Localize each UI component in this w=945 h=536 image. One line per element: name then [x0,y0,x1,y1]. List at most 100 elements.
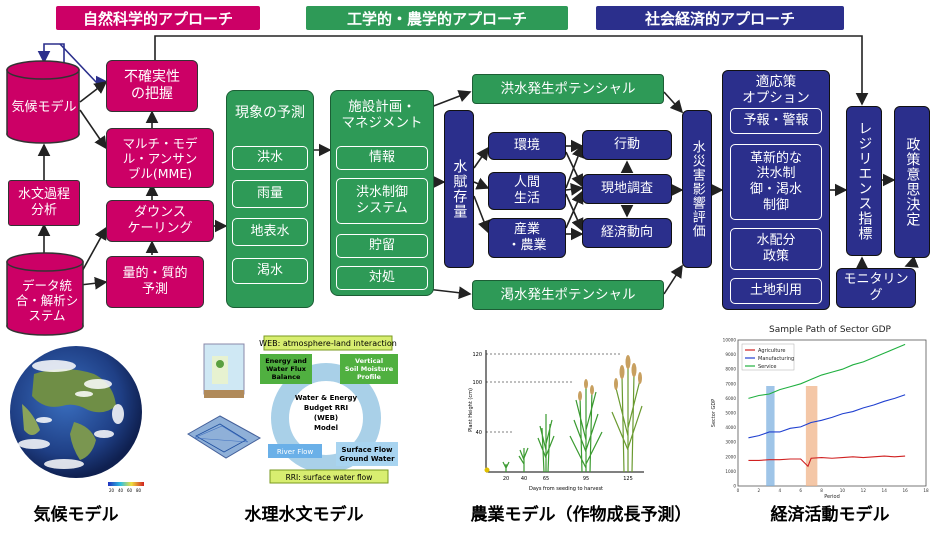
data-system-cylinder [6,252,84,336]
phenomena-title: 現象の予測 [235,105,305,121]
legend-label: Service [758,364,776,370]
flood-potential-box: 洪水発生ポテンシャル [472,74,664,104]
facility-item-information: 情報 [336,146,428,170]
resilience-index-box: レジリエンス指標 [846,106,882,256]
energy-balance-line3: Balance [272,373,301,381]
series-line-agriculture [748,455,906,468]
x-tick-label: 4 [778,488,781,493]
y-tick-label: 6000 [725,396,736,401]
phenomena-item-rainfall: 雨量 [232,180,308,208]
phenomena-item-flood: 洪水 [232,146,308,170]
x-tick-label: 6 [799,488,802,493]
globe-image: 20 40 60 80 [10,346,144,493]
hydro-model-caption: 水理水文モデル [244,505,364,525]
hydro-process-analysis: 水文過程 分析 [8,180,80,226]
y-tick-label: 9000 [725,352,736,357]
action-box: 行動 [582,130,672,160]
facility-item-response: 対処 [336,266,428,290]
agri-ytick: 100 [472,380,482,386]
colorbar-tick: 60 [127,488,133,493]
x-tick-label: 16 [902,488,908,493]
y-tick-label: 3000 [725,440,736,445]
field-survey-box: 現地調査 [582,174,672,204]
agri-model-chart: Plant Height (cm) 120 100 40 20 40 65 95… [468,350,644,492]
economic-trend-box: 経済動向 [582,218,672,248]
phenomena-item-surface-water: 地表水 [232,218,308,246]
x-axis-label: Period [824,494,840,500]
drought-potential-box: 渇水発生ポテンシャル [472,280,664,310]
y-tick-label: 5000 [725,411,736,416]
facility-item-flood-control: 洪水制御 システム [336,178,428,224]
rri-footer-label: RRI: surface water flow [286,473,373,482]
environment-box: 環境 [488,132,566,160]
sector-gdp-chart: Sample Path of Sector GDP 01000200030004… [711,325,929,500]
web-center-line3: (WEB) [314,414,338,422]
x-tick-label: 10 [840,488,846,493]
agri-ytick: 40 [476,430,482,436]
agri-xtick: 95 [583,476,589,482]
data-integration-system-label: データ統 合・解析シ ステム [15,277,79,323]
header-engineering: 工学的・農学的アプローチ [306,6,568,30]
facility-item-storage: 貯留 [336,234,428,258]
agri-xtick: 20 [503,476,509,482]
y-tick-label: 0 [733,484,736,489]
web-center-line2: Budget RRI [304,404,348,412]
adaptation-item-forecast: 予報・警報 [730,108,822,134]
climate-model-label: 気候モデル [11,100,77,116]
industry-agriculture-box: 産業 ・農業 [488,218,566,258]
agri-xlabel: Days from seeding to harvest [529,486,603,492]
x-tick-label: 8 [820,488,823,493]
agri-ytick: 120 [472,352,482,358]
energy-balance-line2: Water Flux [266,365,307,373]
agri-ylabel: Plant Height (cm) [468,388,474,432]
adaptation-item-innovative-control: 革新的な 洪水制 御・渇水 制御 [730,144,822,220]
vertical-profile-line2: Soil Moisture [345,365,394,373]
agri-model-caption: 農業モデル（作物成長予測） [470,505,692,525]
downscaling-box: ダウンス ケーリング [106,200,214,242]
adaptation-item-water-allocation: 水配分 政策 [730,228,822,270]
agri-xtick: 125 [623,476,633,482]
colorbar-tick: 80 [136,488,142,493]
colorbar-tick: 40 [118,488,124,493]
uncertainty-box: 不確実性 の把握 [106,60,198,112]
x-tick-label: 2 [758,488,761,493]
quantitative-qualitative-prediction-box: 量的・質的 予測 [106,256,204,308]
web-header-label: WEB: atmosphere-land interaction [259,339,397,348]
x-tick-label: 0 [737,488,740,493]
vertical-profile-line3: Profile [357,373,381,381]
highlight-band [766,386,775,486]
web-center-line4: Model [314,424,338,432]
surface-flow-line2: Ground Water [339,455,395,463]
y-tick-label: 7000 [725,381,736,386]
flow-arrows [37,35,919,300]
facility-title: 施設計画・ マネジメント [341,99,423,132]
river-flow-label: River Flow [277,448,314,456]
y-tick-label: 10000 [723,338,737,343]
hydro-model-diagram: WEB: atmosphere-land interaction Energy … [187,335,398,484]
y-tick-label: 4000 [725,425,736,430]
phenomena-item-drought: 渇水 [232,258,308,284]
agri-xtick: 65 [543,476,549,482]
colorbar-tick: 20 [109,488,115,493]
surface-flow-line1: Surface Flow [341,446,393,454]
vertical-profile-line1: Vertical [355,357,383,365]
highlight-band [805,386,818,486]
y-tick-label: 1000 [725,469,736,474]
x-tick-label: 18 [923,488,929,493]
water-resources-box: 水賦存量 [444,110,474,268]
monitoring-box: モニタリン グ [836,268,916,308]
y-tick-label: 8000 [725,367,736,372]
agri-xtick: 40 [521,476,527,482]
disaster-impact-assessment-box: 水災害影響評価 [682,110,712,268]
adaptation-item-land-use: 土地利用 [730,278,822,304]
chart-title: Sample Path of Sector GDP [769,325,891,335]
x-tick-label: 14 [882,488,888,493]
series-line-manufacturing [748,394,906,439]
header-natural-science: 自然科学的アプローチ [56,6,260,30]
energy-balance-line1: Energy and [265,357,307,365]
header-socioeconomic: 社会経済的アプローチ [596,6,844,30]
climate-model-caption: 気候モデル [33,505,119,525]
web-center-line1: Water & Energy [295,394,358,402]
policy-decision-box: 政策意思決定 [894,106,930,258]
legend-label: Agriculture [758,348,786,354]
